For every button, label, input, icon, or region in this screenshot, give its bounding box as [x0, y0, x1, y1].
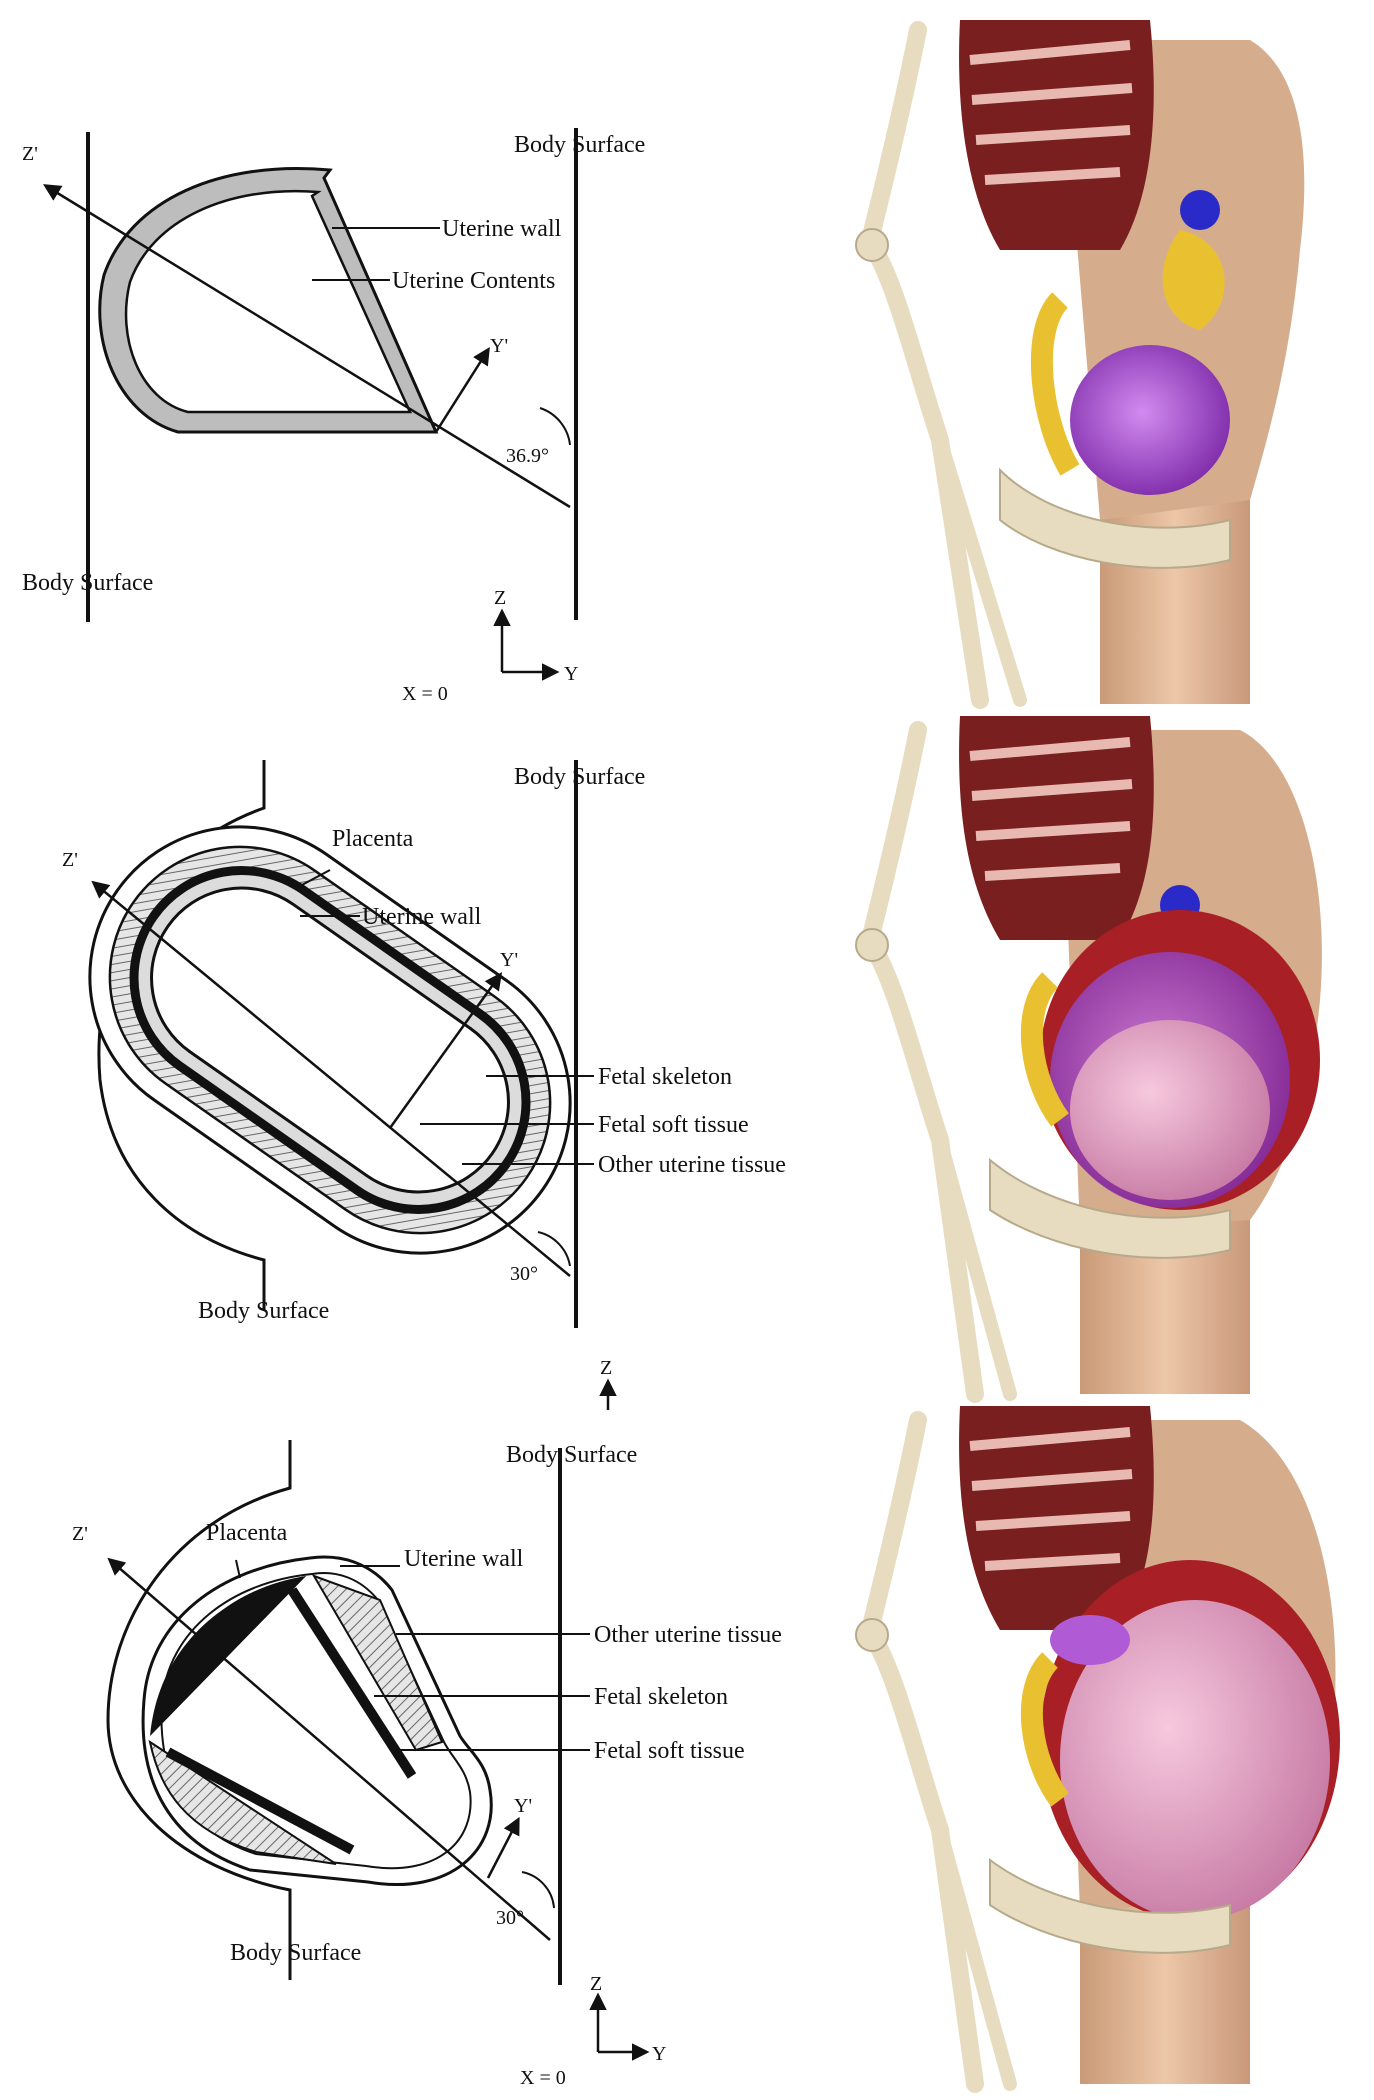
- body-surface-label-right: Body Surface: [506, 1442, 637, 1468]
- z-prime-axis: [107, 1557, 551, 1941]
- organ-blue: [1180, 190, 1220, 230]
- pelvis: [999, 467, 1231, 569]
- y-axis-label: Y: [652, 2043, 666, 2065]
- z-prime-axis: [91, 880, 571, 1277]
- diagram-1: Body Surface Body Surface Z' Y' 36.9° Ut…: [22, 128, 645, 705]
- body-surface-label-left: Body Surface: [22, 570, 153, 596]
- ribs: [969, 40, 1133, 185]
- elbow-joint: [855, 928, 889, 962]
- fetus-pink: [1070, 1020, 1270, 1200]
- colon-yellow: [1020, 972, 1070, 1127]
- diagram-2: Body Surface Body Surface Z' Y' 30° Plac…: [62, 760, 786, 1410]
- body-outline-left: [106, 1440, 292, 1980]
- body-surface-label-left: Body Surface: [230, 1940, 361, 1966]
- body-surface-label-left: Body Surface: [198, 1298, 329, 1324]
- label-uterine-wall: Uterine wall: [404, 1546, 524, 1572]
- elbow-joint: [855, 1618, 889, 1652]
- label-fetal-skeleton: Fetal skeleton: [598, 1064, 732, 1090]
- intestine-yellow: [1162, 230, 1225, 330]
- y-prime-label: Y': [514, 1795, 532, 1817]
- z-axis-label: Z: [494, 587, 506, 609]
- angle-label: 30°: [496, 1907, 524, 1929]
- organ-purple: [1050, 1615, 1130, 1665]
- fetus-pink: [1060, 1600, 1330, 1920]
- other-uterine-tissue-top: [311, 1574, 444, 1752]
- y-prime-label: Y': [500, 949, 518, 971]
- label-other-uterine-tissue: Other uterine tissue: [594, 1622, 782, 1648]
- label-placenta: Placenta: [332, 826, 414, 852]
- body-surface-label-right: Body Surface: [514, 764, 645, 790]
- forearm-bone: [933, 1823, 1017, 2091]
- placenta-fill: [150, 1576, 306, 1736]
- ribs: [969, 737, 1133, 881]
- label-other-uterine-tissue: Other uterine tissue: [598, 1152, 786, 1178]
- uterus-purple: [1070, 345, 1230, 495]
- colon-yellow: [1030, 292, 1080, 476]
- angle-arc: [537, 1231, 571, 1267]
- z-prime-label: Z': [22, 143, 38, 165]
- uterine-wall-inner: [160, 1572, 472, 1870]
- z-axis-label: Z: [590, 1973, 602, 1995]
- section-label: X = 0: [402, 683, 448, 705]
- y-prime-label: Y': [490, 335, 508, 357]
- pelvis: [989, 1157, 1231, 1259]
- label-uterine-contents: Uterine Contents: [392, 268, 555, 294]
- colon-yellow: [1020, 1652, 1070, 1807]
- label-placenta: Placenta: [206, 1520, 288, 1546]
- fetal-soft-tissue: [150, 886, 510, 1194]
- forearm-bone: [933, 1133, 1017, 1401]
- y-prime-axis: [434, 347, 490, 433]
- label-uterine-wall: Uterine wall: [362, 904, 482, 930]
- forearm-bone: [933, 433, 1027, 707]
- angle-arc: [539, 407, 571, 446]
- label-fetal-skeleton: Fetal skeleton: [594, 1684, 728, 1710]
- body-surface-label-right: Body Surface: [514, 132, 645, 158]
- z-prime-label: Z': [62, 849, 78, 871]
- uterus-capsule: [88, 825, 572, 1255]
- label-fetal-soft-tissue: Fetal soft tissue: [598, 1112, 749, 1138]
- angle-label: 36.9°: [506, 445, 549, 467]
- label-fetal-soft-tissue: Fetal soft tissue: [594, 1738, 745, 1764]
- z-prime-axis: [43, 184, 571, 509]
- angle-arc: [521, 1871, 555, 1909]
- leader-placenta: [299, 869, 331, 887]
- diagram-3: Body Surface Body Surface Z' Y' 30° Plac…: [72, 1440, 782, 2089]
- fetal-skeleton-band-2: [165, 1747, 355, 1855]
- phantom-render-2: [830, 714, 1326, 1403]
- y-prime-axis: [486, 1816, 520, 1879]
- ribs: [969, 1427, 1133, 1571]
- phantom-render-1: [830, 14, 1326, 709]
- fetal-skeleton-band-1: [287, 1587, 417, 1779]
- leader-placenta: [235, 1559, 241, 1579]
- angle-label: 30°: [510, 1263, 538, 1285]
- pelvis: [989, 1858, 1231, 1954]
- phantom-render-3: [830, 1404, 1340, 2093]
- label-uterine-wall: Uterine wall: [442, 216, 562, 242]
- y-prime-axis: [388, 972, 503, 1129]
- uterine-contents-shape: [124, 189, 412, 414]
- z-axis-label: Z: [600, 1357, 612, 1379]
- section-label: X = 0: [520, 2067, 566, 2089]
- y-axis-label: Y: [564, 663, 578, 685]
- elbow-joint: [855, 228, 889, 262]
- z-prime-label: Z': [72, 1523, 88, 1545]
